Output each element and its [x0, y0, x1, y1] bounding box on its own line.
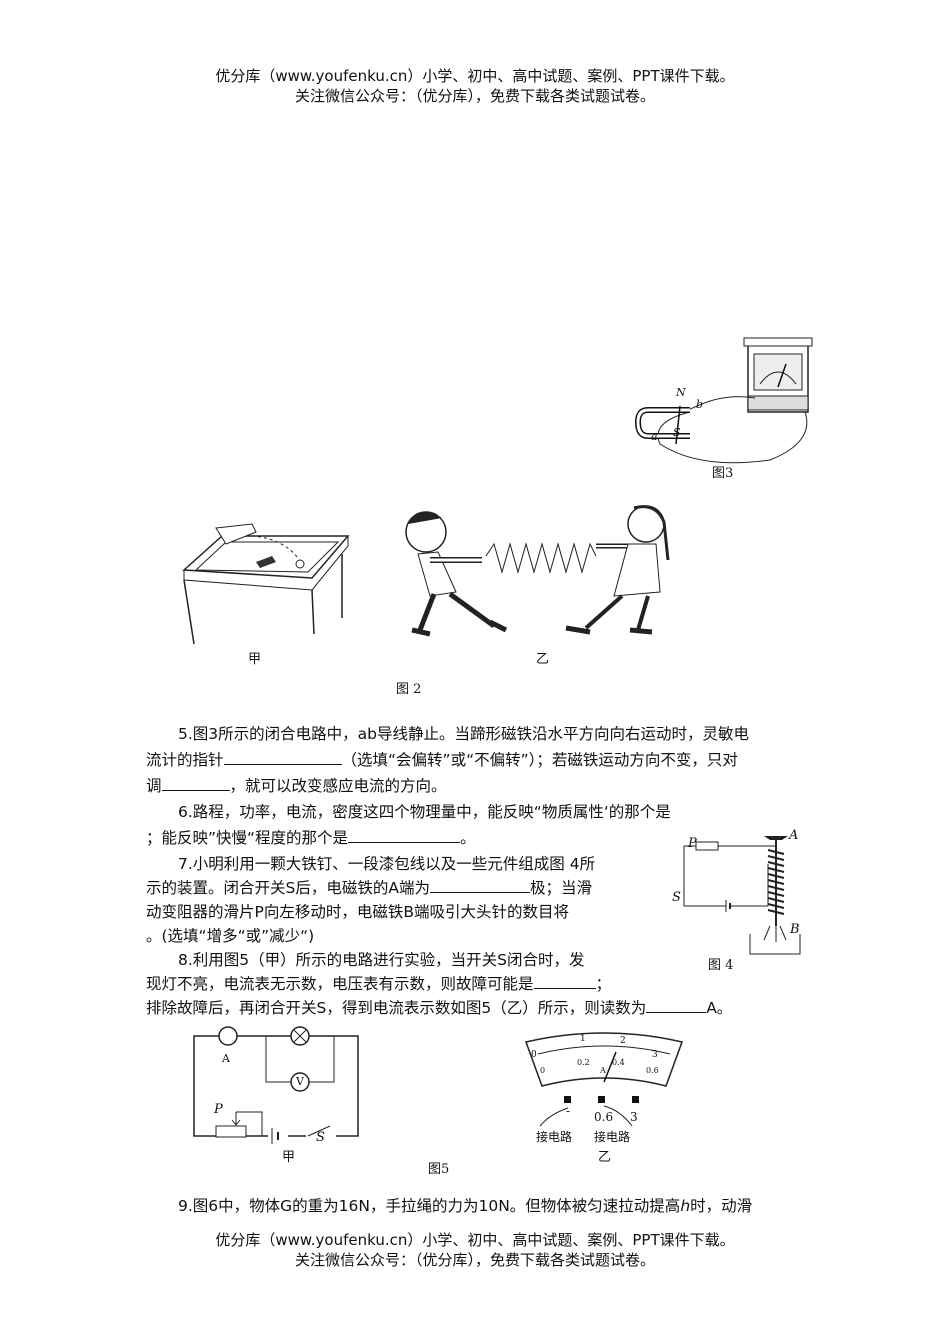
- figure-4-drawing: [664, 836, 814, 960]
- terminal-minus: -: [566, 1104, 571, 1118]
- wire-label-2: 接电路: [594, 1130, 631, 1144]
- label-B: B: [790, 922, 800, 937]
- scale-bottom-02: 0.2: [577, 1058, 590, 1067]
- q8-blank-1[interactable]: [533, 973, 596, 989]
- figure-5-sub-a: 甲: [282, 1150, 296, 1165]
- footer-line-2: 关注微信公众号：（优分库），免费下载各类试题试卷。: [294, 1251, 655, 1269]
- header-line-1: 优分库（www.youfenku.cn）小学、初中、高中试题、案例、PPT课件下…: [215, 67, 735, 85]
- figure-4-caption: 图 4: [708, 958, 734, 973]
- figure-2a-drawing: [182, 518, 352, 648]
- voltmeter-label: V: [296, 1075, 304, 1088]
- scale-top-0: 0: [531, 1050, 537, 1060]
- q7-line-1: 7.小明利用一颗大铁钉、一段漆包线以及一些元件组成图 4所: [178, 855, 596, 873]
- q8-line-1: 8.利用图5（甲）所示的电路进行实验，当开关S闭合时，发: [178, 951, 585, 969]
- q6-line-1: 6.路程，功率，电流，密度这四个物理量中，能反映“物质属性‘的那个是: [178, 803, 671, 821]
- ammeter-symbol: [219, 1027, 237, 1045]
- q6-line-2: ；能反映”快慢“程度的那个是。: [146, 827, 476, 847]
- figure-5-sub-b: 乙: [598, 1150, 612, 1165]
- q5-line-2: 流计的指针（选填“会偏转”或“不偏转”）；若磁铁运动方向不变，只对: [146, 749, 738, 769]
- label-b: b: [696, 398, 704, 411]
- label-S-fig5: S: [316, 1130, 325, 1145]
- figure-3-caption: 图3: [712, 466, 734, 481]
- q5-blank-2[interactable]: [161, 775, 230, 791]
- label-S-fig4: S: [672, 890, 681, 905]
- q5-line-3: 调，就可以改变感应电流的方向。: [146, 775, 447, 795]
- q7-blank-1[interactable]: [429, 877, 530, 893]
- label-a: a: [651, 430, 658, 443]
- wire-label-1: 接电路: [536, 1130, 573, 1144]
- scale-bottom-04: 0.4: [612, 1058, 625, 1067]
- header-line-2: 关注微信公众号：（优分库），免费下载各类试题试卷。: [294, 87, 655, 105]
- scale-bottom-0: 0: [540, 1066, 546, 1075]
- q8-blank-2[interactable]: [646, 997, 707, 1013]
- q6-blank[interactable]: [348, 827, 461, 843]
- ammeter-label: A: [222, 1052, 230, 1065]
- voltmeter-symbol: [291, 1073, 309, 1091]
- label-P-fig5: P: [214, 1102, 223, 1117]
- figure-3-drawing: [630, 332, 820, 472]
- figure-2-sub-a: 甲: [248, 652, 262, 667]
- scale-top-2: 2: [620, 1036, 626, 1046]
- scale-top-3: 3: [652, 1050, 658, 1060]
- label-P: P: [688, 836, 697, 851]
- q5-blank-1[interactable]: [223, 749, 342, 765]
- q9-line-1: 9.图6中，物体G的重为16N，手拉绳的力为10N。但物体被匀速拉动提高h时，动…: [178, 1197, 753, 1215]
- label-S: S: [673, 426, 681, 439]
- footer-line-1: 优分库（www.youfenku.cn）小学、初中、高中试题、案例、PPT课件下…: [215, 1231, 735, 1249]
- figure-2-caption: 图 2: [396, 682, 422, 697]
- figure-5a-drawing: [188, 1027, 368, 1144]
- label-N: N: [676, 386, 686, 399]
- label-A: A: [789, 828, 799, 843]
- q7-line-2: 示的装置。闭合开关S后，电磁铁的A端为极；当滑: [146, 877, 592, 897]
- figure-2-sub-b: 乙: [536, 652, 550, 667]
- scale-top-1: 1: [580, 1034, 586, 1044]
- figure-2b-drawing: [390, 500, 690, 650]
- figure-5b-drawing: [520, 1030, 690, 1130]
- terminal-3: 3: [630, 1110, 638, 1124]
- q5-line-1: 5.图3所示的闭合电路中，ab导线静止。当蹄形磁铁沿水平方向向右运动时，灵敏电: [178, 725, 749, 743]
- q8-line-2: 现灯不亮，电流表无示数，电压表有示数，则故障可能是；: [146, 973, 612, 993]
- q7-line-3: 动变阻器的滑片P向左移动时，电磁铁B端吸引大头针的数目将: [146, 903, 569, 921]
- dial-unit: A: [600, 1066, 606, 1075]
- q7-line-4: 。(选填“增多“或”减少“): [146, 927, 315, 945]
- figure-5-caption: 图5: [428, 1162, 450, 1177]
- terminal-06: 0.6: [594, 1110, 614, 1124]
- scale-bottom-06: 0.6: [646, 1066, 659, 1075]
